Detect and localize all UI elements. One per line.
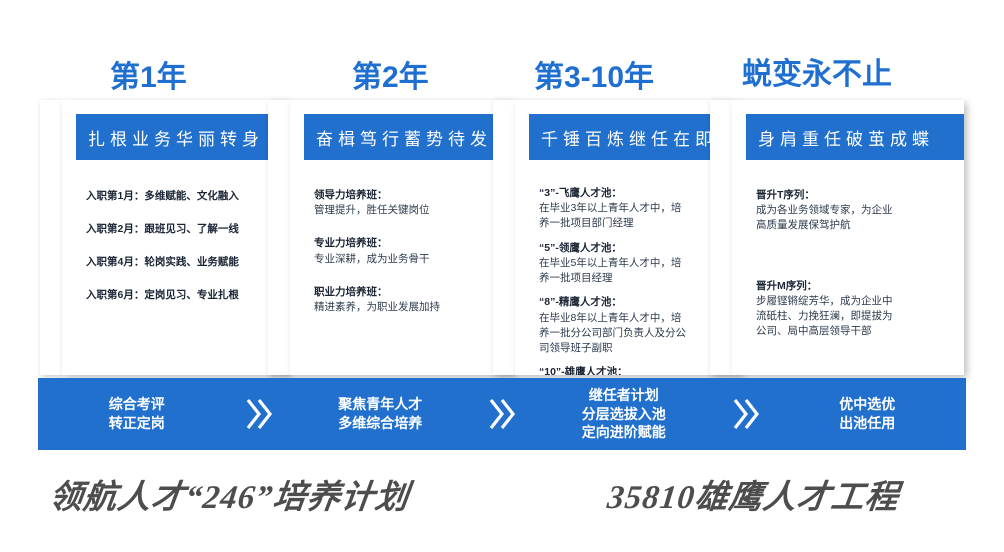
footer-title-right: 35810雄鹰人才工程 — [605, 480, 902, 516]
column-4-title: 蜕变永不止 — [742, 58, 892, 91]
column-4-backcard — [710, 100, 732, 375]
process-step-3-line-1: 继任者计划 — [588, 386, 659, 403]
list-item: 入职第1月：多维赋能、文化融入 — [86, 190, 239, 202]
list-item: “3”-飞鹰人才池： 在毕业3年以上青年人才中，培养一批项目部门经理 — [539, 187, 682, 230]
process-step-1-line-1: 综合考评 — [108, 396, 165, 413]
process-step-2[interactable]: 聚焦青年人才 多维综合培养 — [282, 395, 480, 433]
list-item: “8”-精鹰人才池： 在毕业8年以上青年人才中，培养一批分公司部门负责人及分公司… — [539, 296, 686, 354]
column-3-backcard — [493, 100, 515, 375]
column-4-body: 晋升T序列： 成为各业务领域专家，为企业高质量发展保驾护航 晋升M序列： 步履铿… — [756, 188, 964, 340]
process-step-1-line-2: 转正定岗 — [108, 415, 165, 431]
column-3-card[interactable]: 千锤百炼继任在即 “3”-飞鹰人才池： 在毕业3年以上青年人才中，培养一批项目部… — [515, 100, 740, 375]
double-chevron-right-icon-3 — [723, 397, 769, 431]
list-item: 晋升M序列： 步履铿锵绽芳华，成为企业中流砥柱、力挽狂澜，即提拔为公司、局中高层… — [756, 279, 893, 338]
column-4-card[interactable]: 身肩重任破茧成蝶 晋升T序列： 成为各业务领域专家，为企业高质量发展保驾护航 晋… — [732, 100, 964, 375]
column-1-body: 入职第1月：多维赋能、文化融入 入职第2月：跟班见习、了解一线 入职第4月：轮岗… — [86, 188, 290, 302]
double-chevron-right-icon-2 — [479, 397, 525, 431]
list-item: 入职第4月：轮岗实践、业务赋能 — [86, 256, 239, 268]
process-bar: 综合考评 转正定岗 聚焦青年人才 多维综合培养 继任者计划 — [38, 378, 966, 450]
process-step-3[interactable]: 继任者计划 分层选拔入池 定向进阶赋能 — [525, 386, 723, 443]
column-1-card[interactable]: 扎根业务华丽转身 入职第1月：多维赋能、文化融入 入职第2月：跟班见习、了解一线… — [62, 100, 290, 375]
footer-title-left: 领航人才“246”培养计划 — [47, 480, 412, 516]
column-2-banner: 奋楫笃行蓄势待发 — [304, 114, 515, 160]
column-2-backcard — [268, 100, 290, 375]
process-step-2-line-2: 多维综合培养 — [338, 415, 423, 431]
list-item: 入职第6月：定岗见习、专业扎根 — [86, 289, 239, 301]
column-4-banner: 身肩重任破茧成蝶 — [746, 114, 964, 160]
column-3-banner: 千锤百炼继任在即 — [529, 114, 740, 160]
column-3-body: “3”-飞鹰人才池： 在毕业3年以上青年人才中，培养一批项目部门经理 “5”-领… — [539, 186, 740, 375]
process-step-4[interactable]: 优中选优 出池任用 — [769, 395, 967, 433]
process-step-1[interactable]: 综合考评 转正定岗 — [38, 395, 236, 433]
list-item: 入职第2月：跟班见习、了解一线 — [86, 223, 239, 235]
column-1-backcard — [40, 100, 62, 375]
list-item: “5”-领鹰人才池： 在毕业5年以上青年人才中，培养一批项目经理 — [539, 241, 682, 285]
process-step-3-line-2: 分层选拔入池 — [581, 405, 666, 422]
process-step-4-line-2: 出池任用 — [839, 415, 896, 431]
process-step-2-line-1: 聚焦青年人才 — [338, 396, 423, 413]
list-item: 晋升T序列： 成为各业务领域专家，为企业高质量发展保驾护航 — [756, 189, 893, 232]
list-item: “10”-雄鹰人才池： 在毕业10年以上青年人才中，培养一批分公司领导班子正职 — [539, 366, 628, 375]
column-1-banner: 扎根业务华丽转身 — [76, 114, 290, 160]
double-chevron-right-icon-1 — [236, 397, 282, 431]
list-item: 职业力培养班： 精进素养，为职业发展加持 — [314, 285, 440, 314]
process-step-3-line-3: 定向进阶赋能 — [581, 424, 666, 441]
column-1-title: 第1年 — [110, 61, 187, 94]
column-2-title: 第2年 — [352, 61, 429, 94]
column-3-title: 第3-10年 — [534, 61, 655, 94]
column-2-body: 领导力培养班： 管理提升，胜任关键岗位 专业力培养班： 专业深耕，成为业务骨干 … — [314, 188, 515, 315]
list-item: 领导力培养班： 管理提升，胜任关键岗位 — [314, 189, 430, 217]
list-item: 专业力培养班： 专业深耕，成为业务骨干 — [314, 237, 430, 265]
column-2-card[interactable]: 奋楫笃行蓄势待发 领导力培养班： 管理提升，胜任关键岗位 专业力培养班： 专业深… — [290, 100, 515, 375]
process-step-4-line-1: 优中选优 — [839, 396, 896, 413]
